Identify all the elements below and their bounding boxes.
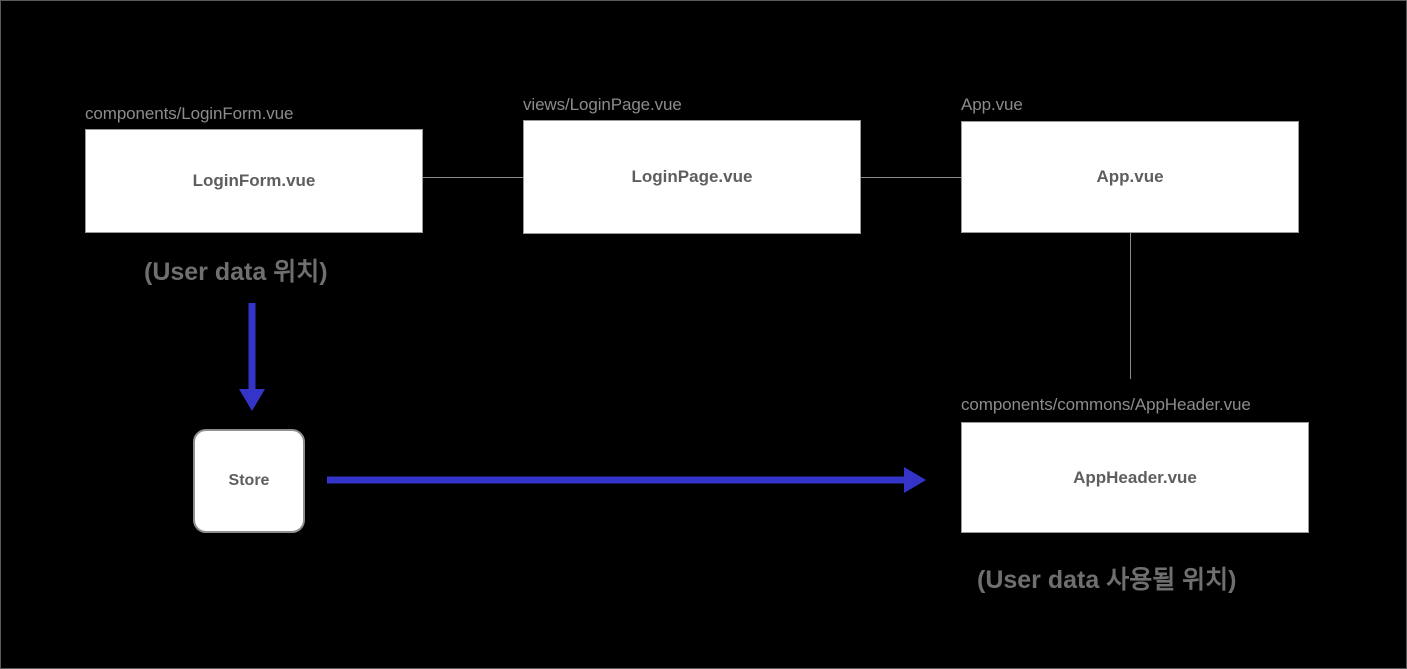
arrow-loginform-to-store xyxy=(239,303,265,411)
node-login-page-label: LoginPage.vue xyxy=(631,167,753,186)
node-login-form[interactable]: LoginForm.vue xyxy=(85,129,423,233)
arrow-head-right-icon xyxy=(904,467,926,493)
annotation-user-data-usage-location: (User data 사용될 위치) xyxy=(977,566,1237,594)
node-app-header-label: AppHeader.vue xyxy=(1073,467,1197,487)
arrow-shaft xyxy=(248,303,256,391)
connector-loginpage-to-app xyxy=(861,177,961,178)
annotation-user-data-location: (User data 위치) xyxy=(144,258,328,286)
node-app-label: App.vue xyxy=(1096,167,1164,186)
node-store-label: Store xyxy=(228,472,270,489)
path-label-login-form: components/LoginForm.vue xyxy=(85,104,294,123)
node-login-page[interactable]: LoginPage.vue xyxy=(523,120,861,234)
arrow-head-down-icon xyxy=(239,389,265,411)
node-app[interactable]: App.vue xyxy=(961,121,1299,233)
node-login-form-label: LoginForm.vue xyxy=(192,171,316,190)
path-label-login-page: views/LoginPage.vue xyxy=(523,95,682,114)
node-store[interactable]: Store xyxy=(193,429,305,533)
arrow-shaft xyxy=(327,476,905,484)
path-label-app: App.vue xyxy=(961,95,1023,114)
arrow-store-to-appheader xyxy=(327,467,926,493)
connector-app-to-appheader xyxy=(1130,233,1131,379)
connector-loginform-to-loginpage xyxy=(423,177,523,178)
path-label-app-header: components/commons/AppHeader.vue xyxy=(961,395,1251,414)
node-app-header[interactable]: AppHeader.vue xyxy=(961,422,1309,533)
